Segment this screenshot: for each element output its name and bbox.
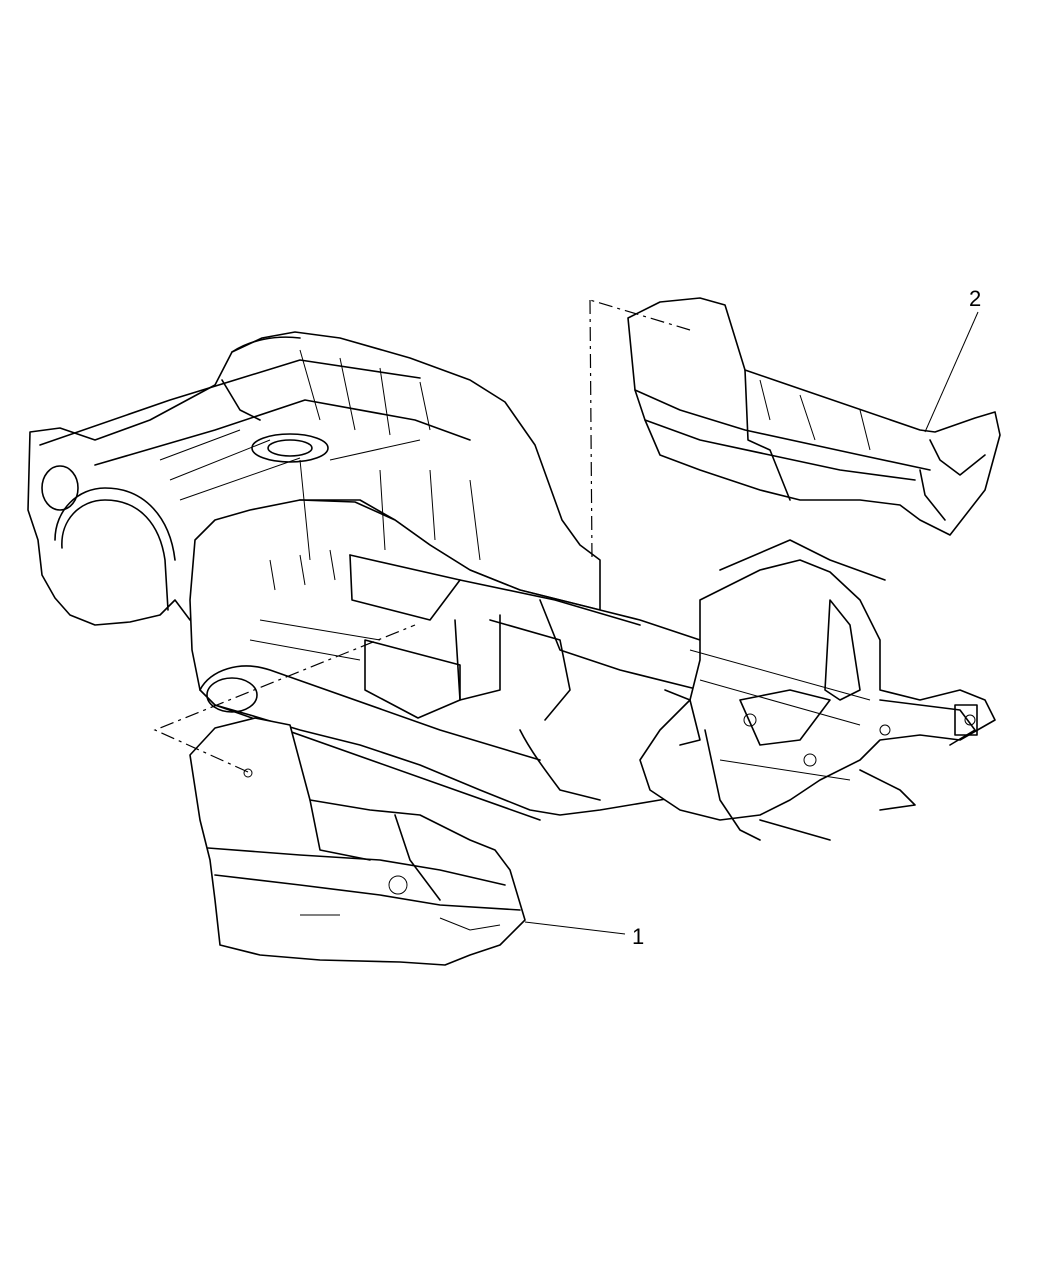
insulator-part-1 xyxy=(189,717,526,966)
leader-line-2 xyxy=(924,311,979,433)
leader-line-1 xyxy=(524,921,626,935)
insulator-part-2 xyxy=(627,297,1001,536)
front-frame-structure xyxy=(639,539,996,841)
callout-number-1: 1 xyxy=(632,924,645,949)
install-line-part-1 xyxy=(153,624,416,773)
rear-body-structure xyxy=(27,331,601,626)
install-line-part-2 xyxy=(589,299,691,561)
callout-number-2: 2 xyxy=(969,286,982,311)
floor-tub-structure xyxy=(189,459,801,821)
